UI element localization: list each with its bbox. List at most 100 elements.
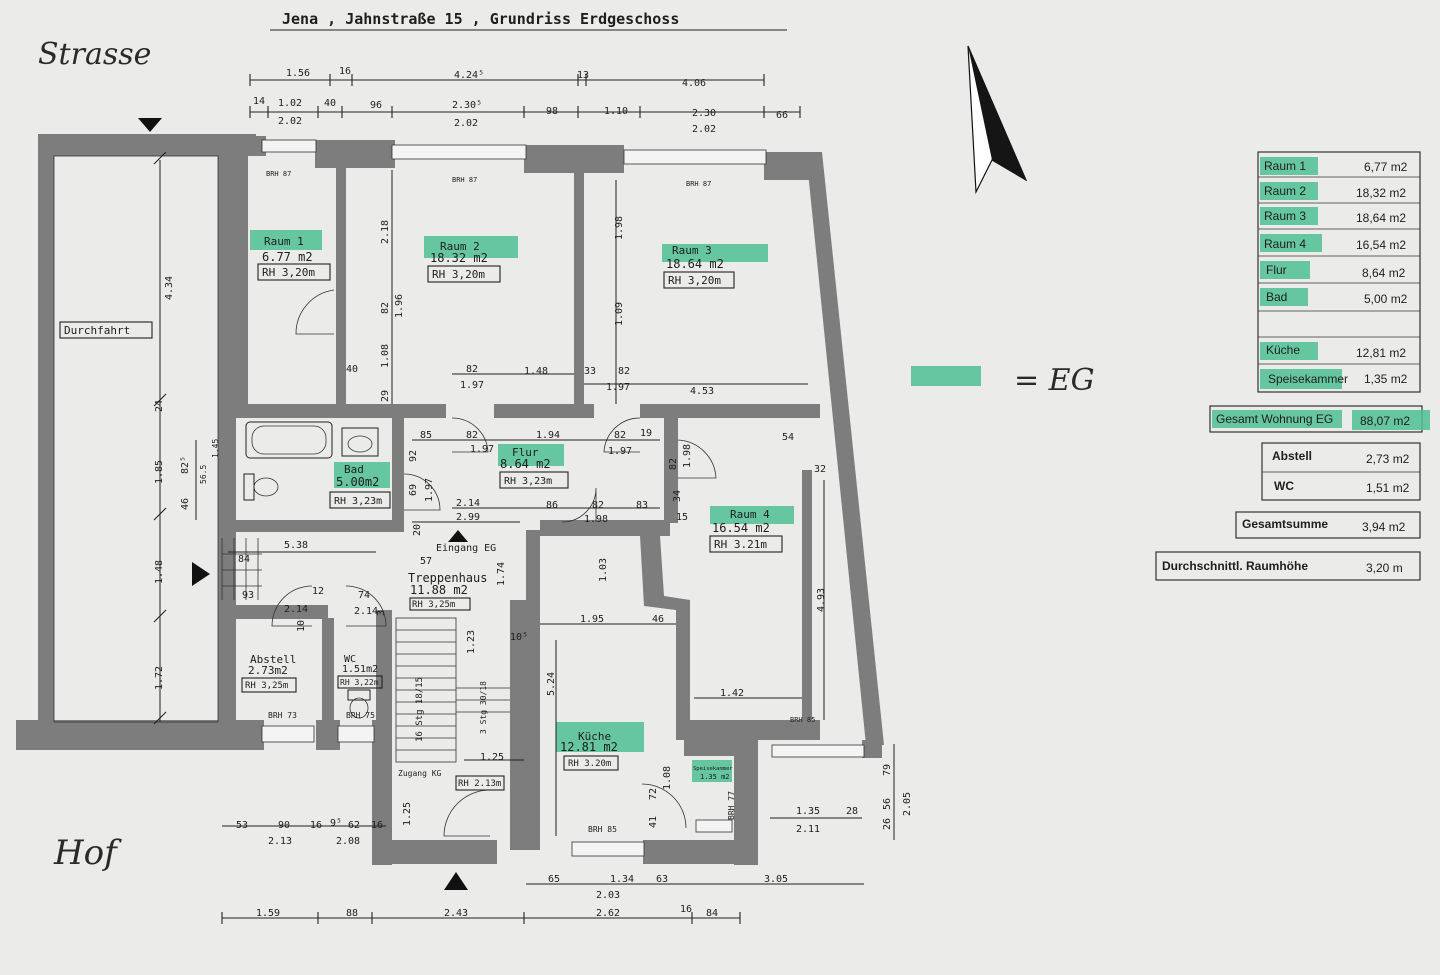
entrance-triangle-icon — [448, 530, 468, 542]
room-area-raum4: 16.54 m2 — [712, 521, 770, 535]
dimension-label: 15 — [676, 512, 688, 523]
dimension-label: 1.08 — [380, 344, 391, 368]
dimension-label: 54 — [782, 432, 794, 443]
room-height-wc: RH 3,22m — [340, 678, 379, 687]
legend-value-raum4: 16,54 m2 — [1356, 238, 1406, 252]
room-height-raum4: RH 3.21m — [714, 538, 767, 551]
dimension-label: 1.23 — [466, 630, 477, 654]
room-height-treppenhaus: RH 3,25m — [412, 600, 455, 610]
legend-height-value: 3,20 m — [1366, 561, 1403, 575]
room-area-raum3: 18.64 m2 — [666, 257, 724, 271]
legend-value-wc: 1,51 m2 — [1366, 481, 1410, 495]
dimension-label: 2.43 — [444, 908, 468, 919]
dimension-label: 16 — [680, 904, 692, 915]
dimension-label: 1.97 — [460, 380, 484, 391]
dimension-label: 2.30⁵ — [452, 100, 482, 111]
dimension-label: 82 — [466, 430, 478, 441]
sill-height-abstell: BRH 73 — [268, 711, 297, 720]
legend-name-raum3: Raum 3 — [1264, 209, 1306, 223]
dimension-label: 1.25 — [480, 752, 504, 763]
room-name-bad: Bad — [344, 463, 364, 476]
room-height-abstell: RH 3,25m — [245, 681, 288, 691]
dimension-label: 66 — [776, 110, 788, 121]
dimension-label: 1.48 — [154, 560, 165, 584]
stair-steps-kg-label: 3 Stg 30/18 — [479, 681, 488, 734]
dimension-label: 40 — [324, 98, 336, 109]
dimension-label: 1.96 — [394, 294, 405, 318]
dimension-label: 82 — [618, 366, 630, 377]
dimension-label: 2.14 — [284, 604, 308, 615]
room-name-flur: Flur — [512, 446, 539, 459]
dimension-label: 24 — [154, 400, 165, 412]
legend-sum-value: 3,94 m2 — [1362, 520, 1406, 534]
dimension-label: 56 — [882, 798, 893, 810]
room-name-raum4: Raum 4 — [730, 508, 770, 521]
room-name-treppenhaus: Treppenhaus — [408, 571, 487, 585]
dimension-label: 28 — [846, 806, 858, 817]
dimension-label: 84 — [706, 908, 718, 919]
legend-height-name: Durchschnittl. Raumhöhe — [1162, 559, 1308, 573]
dimension-label: 4.24⁵ — [454, 70, 484, 81]
room-area-bad: 5.00m2 — [336, 475, 379, 489]
dimension-label: 2.18 — [380, 220, 391, 244]
dimension-label: 33 — [584, 366, 596, 377]
dimension-label: 86 — [546, 500, 558, 511]
dimension-labels: 1.56 16 4.24⁵ 13 4.06 14 1.02 40 96 2.30… — [154, 66, 913, 919]
dimension-label: 1.59 — [256, 908, 280, 919]
room-name-raum1: Raum 1 — [264, 235, 304, 248]
room-area-treppenhaus: 11.88 m2 — [410, 583, 468, 597]
legend-name-raum1: Raum 1 — [1264, 159, 1306, 173]
room-name-raum2: Raum 2 — [440, 240, 480, 253]
dimension-label: 88 — [346, 908, 358, 919]
dimension-label: 1.09 — [614, 302, 625, 326]
legend-name-speisekammer: Speisekammer — [1268, 372, 1348, 386]
dimension-label: 16 — [310, 820, 322, 831]
dimension-label: 2.13 — [268, 836, 292, 847]
legend-name-bad: Bad — [1266, 290, 1287, 304]
legend-value-flur: 8,64 m2 — [1362, 266, 1406, 280]
sink-icon — [341, 427, 379, 457]
dimension-label: 4.34 — [164, 276, 175, 300]
legend-value-raum3: 18,64 m2 — [1356, 211, 1406, 225]
dimension-label: 46 — [652, 614, 664, 625]
room-area-raum1: 6.77 m2 — [262, 250, 313, 264]
dimension-label: 79 — [882, 764, 893, 776]
doors — [271, 289, 717, 837]
legend-name-wc: WC — [1274, 479, 1294, 493]
dimension-label: 1.95 — [580, 614, 604, 625]
dimension-label: 12 — [312, 586, 324, 597]
dimension-label: 1.72 — [154, 666, 165, 690]
dimension-label: 1.42 — [720, 688, 744, 699]
dimension-label: 74 — [358, 590, 370, 601]
dimension-label: 65 — [548, 874, 560, 885]
dimension-label: 34 — [672, 490, 683, 502]
legend-value-abstell: 2,73 m2 — [1366, 452, 1410, 466]
dimension-label: 1.85 — [154, 460, 165, 484]
wc-toilet-icon — [347, 689, 371, 719]
bathtub-icon — [245, 421, 333, 459]
dimension-label: 82 — [592, 500, 604, 511]
room-area-wc: 1.51m2 — [342, 664, 378, 675]
dimension-label: 63 — [656, 874, 668, 885]
dimension-label: 82 — [466, 364, 478, 375]
sill-height-kueche: BRH 85 — [588, 825, 617, 834]
legend-value-raum2: 18,32 m2 — [1356, 186, 1406, 200]
dimension-label: 2.62 — [596, 908, 620, 919]
dimension-label: 2.14 — [354, 606, 378, 617]
room-height-raum2: RH 3,20m — [432, 268, 485, 281]
room-area-raum2: 18.32 m2 — [430, 251, 488, 265]
dimension-label: 93 — [242, 590, 254, 601]
dimension-label: 82⁵ — [180, 456, 191, 474]
dimension-label: 2.14 — [456, 498, 480, 509]
dimension-label: 10 — [296, 620, 307, 632]
eg-legend-label: = EG — [1014, 363, 1095, 398]
dimension-label: 2.02 — [278, 116, 302, 127]
street-label: Strasse — [38, 37, 151, 72]
stair-steps-label: 16 Stg 18/15 — [415, 677, 425, 742]
dimension-label: 56.5 — [199, 465, 208, 484]
dimension-label: 9⁵ — [330, 818, 342, 829]
dimension-label: 69 — [408, 484, 419, 496]
sill-height-speisekammer: BRH 77 — [727, 791, 736, 820]
dimension-label: 40 — [346, 364, 358, 375]
